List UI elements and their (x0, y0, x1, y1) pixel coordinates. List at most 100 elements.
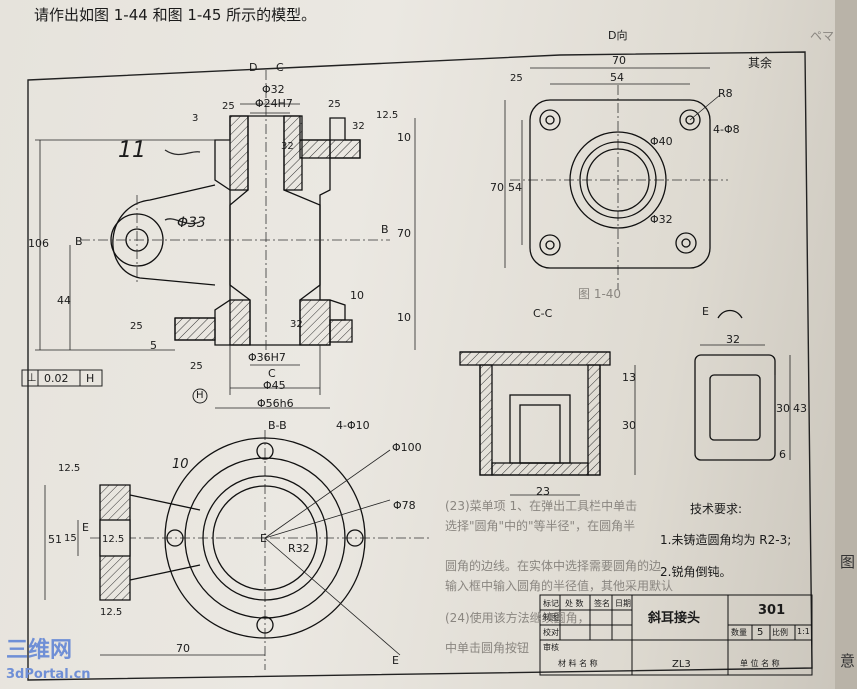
dim-15: 15 (64, 533, 77, 544)
top-view (529, 99, 711, 269)
handwritten-marks (164, 149, 201, 225)
dim-70: 70 (397, 227, 411, 240)
tolerance-frame (21, 369, 208, 404)
handwritten-dia-33: Φ33 (177, 215, 206, 231)
dim-e-43: 43 (793, 402, 807, 415)
section-mark-c: C (276, 61, 284, 74)
section-mark-d: D (249, 61, 258, 74)
tb-check: 校对 (543, 628, 559, 637)
view-e-title: E (702, 305, 709, 318)
dim-5: 5 (150, 339, 157, 352)
dim-top-70: 70 (612, 54, 626, 67)
tb-qty-value: 5 (757, 627, 764, 638)
tb-sign: 签名 (594, 599, 610, 608)
dim-51: 51 (48, 533, 62, 546)
dim-10-a: 10 (397, 131, 411, 144)
right-edge-glyph-2: 图 (840, 553, 856, 571)
e-mark-center: E (260, 532, 267, 545)
dim-e-6: 6 (779, 448, 786, 461)
dim-dia-78: Φ78 (393, 499, 416, 512)
right-edge-glyph: ペマ (810, 29, 835, 43)
rough-32-a: 32 (352, 121, 365, 132)
rough-32-c: 32 (290, 319, 303, 330)
dim-r32: R32 (288, 542, 310, 555)
dim-10-c: 10 (397, 311, 411, 324)
watermark-logo-url: 3dPortal.cn (6, 667, 91, 682)
rough-25-b: 25 (328, 99, 341, 110)
handwritten-11: 11 (118, 138, 146, 163)
ghost-figure-label: 图 1-40 (578, 287, 622, 301)
tolerance-datum: H (86, 372, 95, 385)
tb-qty: 处 数 (565, 599, 584, 608)
bb-dimensions (44, 449, 401, 656)
tb-material: ZL3 (672, 659, 691, 670)
section-bb (99, 437, 366, 639)
section-mark-b-left: B (75, 235, 83, 248)
front-dimensions (35, 103, 416, 409)
top-view-dimensions (504, 67, 721, 268)
other-surface-note: 其余 (748, 56, 773, 70)
watermark-logo-chars: 三维网 (6, 638, 73, 663)
dim-bb-70: 70 (176, 642, 190, 655)
dim-4-holes-10: 4-Φ10 (336, 419, 370, 432)
section-mark-c-bottom: C (268, 367, 276, 380)
tb-scale-value: 1:1 (797, 627, 810, 636)
rough-25-c: 25 (130, 321, 143, 332)
dim-dia-56h6: Φ56h6 (257, 397, 294, 410)
rough-12-5: 12.5 (376, 110, 399, 121)
tb-material-label: 材 料 名 称 (558, 659, 598, 668)
view-e-dimensions (700, 344, 791, 460)
rough-bb-3: 12.5 (100, 607, 123, 618)
dim-dia-45: Φ45 (263, 379, 286, 392)
handwritten-10: 10 (172, 457, 189, 472)
dim-dia-40: Φ40 (650, 135, 673, 148)
drawing-frame (27, 51, 813, 681)
tb-approve: 审核 (543, 643, 559, 652)
title-block (539, 594, 813, 676)
dim-dia-36h7: Φ36H7 (248, 351, 286, 364)
bleed-line-1: (23)菜单项 1、在弹出工具栏中单击 (445, 499, 638, 513)
tb-drawing-no: 301 (758, 603, 786, 618)
dim-top-70-v: 70 (490, 181, 504, 194)
dim-e-32: 32 (726, 333, 740, 346)
dim-cc-13: 13 (622, 371, 636, 384)
dim-top-54-v: 54 (508, 181, 522, 194)
dim-dia-32-top: Φ32 (650, 213, 673, 226)
dim-106: 106 (28, 237, 49, 250)
rough-25-top: 25 (510, 73, 523, 84)
dim-r8: R8 (718, 87, 733, 100)
bleed-line-5: (24)使用该方法继续圆角， (445, 611, 590, 625)
dim-e-30: 30 (776, 402, 790, 415)
bleed-line-2: 选择"圆角"中的"等半径"，在圆角半 (445, 519, 636, 533)
rough-32-b: 32 (281, 141, 294, 152)
view-d-title: D向 (608, 29, 628, 42)
cc-dimensions (510, 365, 636, 496)
dim-10-b: 10 (350, 289, 364, 302)
dim-cc-23: 23 (536, 485, 550, 498)
tolerance-symbol: ⊥ (27, 371, 37, 384)
bleed-line-6: 中单击圆角按钮 (445, 641, 530, 655)
dim-dia-24h7: Φ24H7 (255, 97, 293, 110)
bleed-line-4: 输入框中输入圆角的半径值，其他采用默认 (445, 579, 674, 593)
rough-bb-2: 12.5 (102, 534, 125, 545)
section-cc-title: C-C (533, 307, 553, 320)
tech-req-title: 技术要求: (690, 502, 743, 516)
front-view (110, 115, 361, 346)
dim-dia-32: Φ32 (262, 83, 285, 96)
tb-unit-label: 单 位 名 称 (740, 659, 780, 668)
tolerance-value: 0.02 (44, 372, 69, 385)
bleed-line-3: 圆角的边线。在实体中选择需要圆角的边 (445, 559, 662, 573)
tb-qty-label: 数量 (731, 628, 747, 637)
dim-3: 3 (192, 113, 199, 124)
dim-dia-100: Φ100 (392, 441, 422, 454)
section-mark-b-right: B (381, 223, 389, 236)
dim-cc-30: 30 (622, 419, 636, 432)
right-edge-glyph-3: 意 (840, 652, 856, 670)
datum-h: H (196, 390, 204, 401)
tb-design: 制图 (543, 613, 559, 622)
e-mark-left: E (82, 521, 89, 534)
page-gutter-shadow (835, 0, 857, 689)
dim-4-holes-8: 4-Φ8 (713, 123, 740, 136)
